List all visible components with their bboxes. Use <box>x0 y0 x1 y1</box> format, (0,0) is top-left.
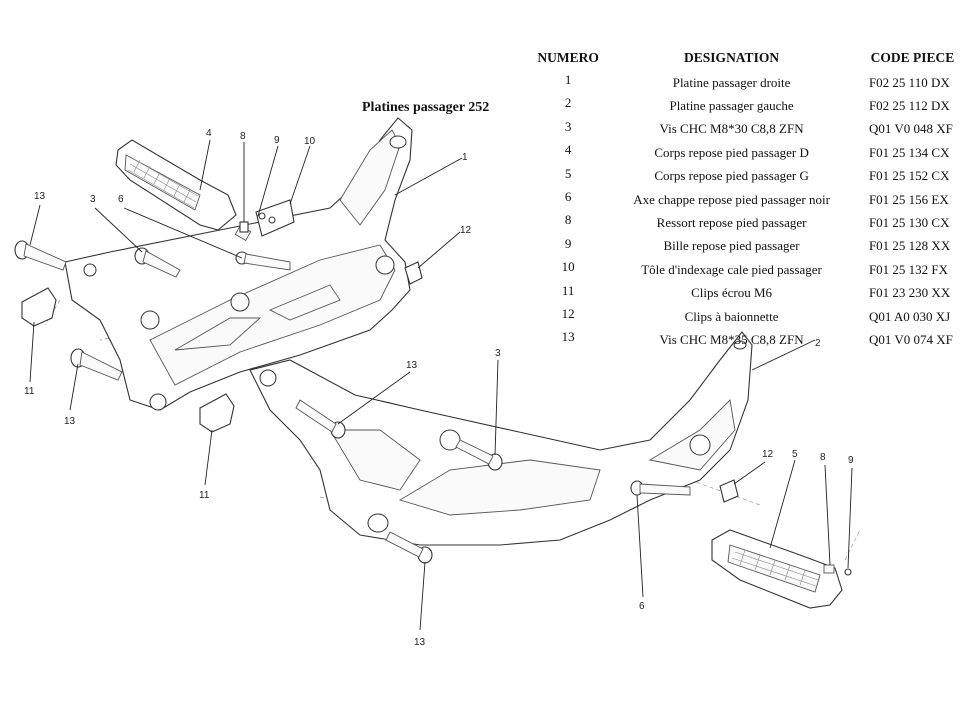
callout-3: 3 <box>90 194 96 205</box>
cell-designation: Clips écrou M6 <box>691 285 773 301</box>
parts-table: NUMERO DESIGNATION CODE PIECE 1 Platine … <box>528 48 970 352</box>
cell-designation: Ressort repose pied passager <box>656 215 807 231</box>
bolts <box>14 240 691 564</box>
table-row: 13 Vis CHC M8*35 C8,8 ZFN Q01 V0 074 XF <box>528 328 970 351</box>
cell-designation: Axe chappe repose pied passager noir <box>633 191 830 207</box>
callout-5: 5 <box>792 449 798 460</box>
cell-code: F01 25 130 CX <box>868 215 950 231</box>
cell-code: Q01 A0 030 XJ <box>868 308 951 324</box>
cell-numero: 6 <box>564 188 572 204</box>
table-row: 9 Bille repose pied passager F01 25 128 … <box>528 235 970 258</box>
table-row: 5 Corps repose pied passager G F01 25 15… <box>528 165 970 188</box>
leader-lines <box>29 139 853 631</box>
cell-code: F01 25 134 CX <box>868 144 950 160</box>
cell-numero: 2 <box>564 95 572 111</box>
callout-6: 6 <box>118 194 124 205</box>
callout-13: 13 <box>34 191 46 202</box>
cell-numero: 3 <box>564 118 572 134</box>
clip-12-top <box>404 261 423 285</box>
callout-8: 8 <box>820 452 826 463</box>
table-row: 4 Corps repose pied passager D F01 25 13… <box>528 141 970 164</box>
callout-9: 9 <box>848 455 854 466</box>
cell-numero: 5 <box>564 165 572 181</box>
cell-code: F02 25 110 DX <box>868 74 950 90</box>
platine-passager-droite <box>64 117 413 411</box>
callout-13: 13 <box>406 360 418 371</box>
cell-code: F02 25 112 DX <box>868 98 950 114</box>
cell-code: F01 25 152 CX <box>868 168 950 184</box>
cell-numero: 13 <box>561 329 575 345</box>
table-row: 1 Platine passager droite F02 25 110 DX <box>528 71 970 94</box>
table-row: 10 Tôle d'indexage cale pied passager F0… <box>528 258 970 281</box>
table-row: 2 Platine passager gauche F02 25 112 DX <box>528 94 970 117</box>
axle-6-right <box>630 480 691 496</box>
callout-10: 10 <box>304 136 316 147</box>
callout-3: 3 <box>495 348 501 359</box>
bolt-13-left <box>14 240 67 271</box>
callout-13: 13 <box>414 637 426 648</box>
clip-11-left <box>21 287 57 327</box>
cell-code: F01 23 230 XX <box>868 285 951 301</box>
header-numero: NUMERO <box>537 50 599 65</box>
header-designation: DESIGNATION <box>684 50 780 65</box>
repose-pied-droit <box>115 139 252 241</box>
ball-9-right <box>844 568 852 576</box>
cell-code: F01 25 156 EX <box>868 191 949 207</box>
clip-11-mid <box>199 393 235 433</box>
spring-8-top <box>239 221 249 233</box>
cell-numero: 9 <box>564 235 572 251</box>
table-header-row: NUMERO DESIGNATION CODE PIECE <box>528 48 970 71</box>
cell-designation: Vis CHC M8*30 C8,8 ZFN <box>659 121 804 137</box>
callout-1: 1 <box>462 152 468 163</box>
platine-passager-gauche <box>249 331 753 546</box>
cell-numero: 4 <box>564 142 572 158</box>
cell-designation: Platine passager gauche <box>669 98 794 114</box>
table-row: 8 Ressort repose pied passager F01 25 13… <box>528 211 970 234</box>
callout-numbers: 4 8 9 10 1 13 3 6 12 11 13 13 3 2 11 12 … <box>24 128 854 648</box>
table-row: 12 Clips à baionnette Q01 A0 030 XJ <box>528 305 970 328</box>
bolt-13-mid <box>295 399 346 439</box>
cell-code: Q01 V0 074 XF <box>868 331 953 347</box>
cell-code: Q01 V0 048 XF <box>868 121 953 137</box>
callout-12: 12 <box>762 449 774 460</box>
table-row: 11 Clips écrou M6 F01 23 230 XX <box>528 282 970 305</box>
cell-designation: Clips à baionnette <box>684 308 779 324</box>
cell-numero: 12 <box>561 305 575 321</box>
callout-11: 11 <box>199 490 210 501</box>
cell-code: F01 25 132 FX <box>868 261 949 277</box>
cell-numero: 11 <box>561 282 575 298</box>
table-row: 6 Axe chappe repose pied passager noir F… <box>528 188 970 211</box>
cell-designation: Corps repose pied passager G <box>654 168 809 184</box>
bolt-13-lower-left <box>70 348 123 381</box>
callout-4: 4 <box>206 128 212 139</box>
cell-designation: Vis CHC M8*35 C8,8 ZFN <box>659 331 804 347</box>
clip-12-right <box>719 479 739 503</box>
table-row: 3 Vis CHC M8*30 C8,8 ZFN Q01 V0 048 XF <box>528 118 970 141</box>
callout-12: 12 <box>460 225 472 236</box>
cell-code: F01 25 128 XX <box>868 238 951 254</box>
callout-9: 9 <box>274 135 280 146</box>
header-code: CODE PIECE <box>870 50 955 65</box>
cell-designation: Corps repose pied passager D <box>654 144 809 160</box>
cell-designation: Tôle d'indexage cale pied passager <box>641 261 822 277</box>
cell-designation: Platine passager droite <box>672 74 791 90</box>
callout-11: 11 <box>24 386 35 397</box>
callout-8: 8 <box>240 131 246 142</box>
section-title: Platines passager 252 <box>362 100 490 115</box>
ball-9-top <box>258 212 266 220</box>
callout-2: 2 <box>815 338 821 349</box>
callout-6: 6 <box>639 601 645 612</box>
clips-and-small-parts <box>21 199 852 576</box>
cell-numero: 10 <box>561 259 575 275</box>
bolt-3-left <box>134 247 181 278</box>
tole-10 <box>255 199 295 237</box>
repose-pied-gauche <box>711 529 843 609</box>
cell-numero: 1 <box>564 72 572 87</box>
bolt-13-bottom <box>385 531 433 564</box>
cell-designation: Bille repose pied passager <box>663 238 800 254</box>
callout-13: 13 <box>64 416 76 427</box>
cell-numero: 8 <box>564 212 572 228</box>
